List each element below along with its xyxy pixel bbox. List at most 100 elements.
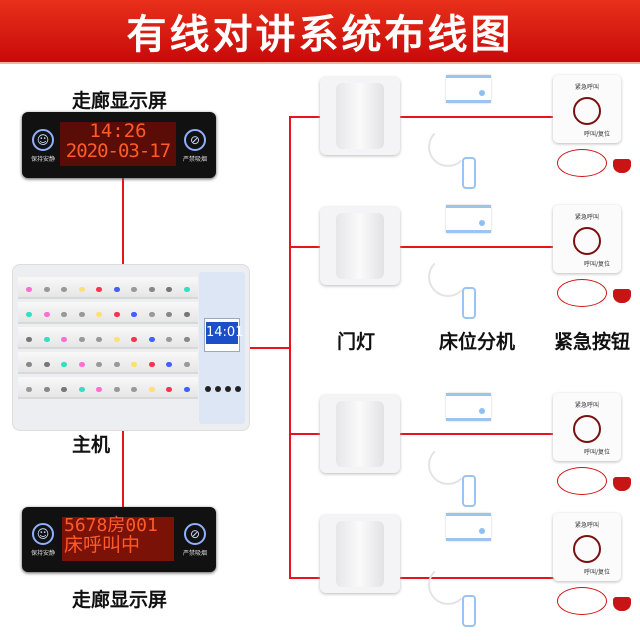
indicator-light: [61, 287, 67, 292]
bed-unit-cord: [428, 565, 468, 605]
call-handle[interactable]: [462, 157, 476, 189]
indicator-light: [148, 337, 155, 342]
call-handle[interactable]: [462, 287, 476, 319]
call-handle[interactable]: [462, 595, 476, 627]
bed-unit-button[interactable]: [479, 528, 485, 534]
bed-unit: [446, 205, 491, 233]
control-button[interactable]: [235, 386, 241, 392]
emergency-button[interactable]: 紧急呼叫 呼叫/复位: [553, 393, 621, 461]
quiet-icon: ☺: [32, 129, 54, 151]
bed-unit-cord: [428, 127, 468, 167]
indicator-light: [166, 387, 172, 392]
indicator-light: [78, 387, 85, 392]
pull-cord-pendant[interactable]: [613, 477, 631, 491]
indicator-light: [183, 287, 190, 292]
wire-row-2: [289, 246, 559, 248]
indicator-light: [43, 287, 50, 292]
indicator-light: [131, 337, 137, 342]
emergency-ring: [573, 535, 601, 563]
indicator-light: [166, 362, 172, 367]
wire-row-4: [289, 577, 559, 579]
control-button[interactable]: [215, 386, 221, 392]
indicator-row: [18, 377, 198, 399]
wire-row-3: [289, 433, 559, 435]
led-line-1: 5678房001: [64, 515, 158, 536]
led-line-2: 床呼叫中: [64, 533, 141, 556]
pull-cord-pendant[interactable]: [613, 597, 631, 611]
door-light: [320, 515, 400, 593]
main-unit-buttons: [205, 386, 241, 392]
indicator-light: [43, 362, 50, 367]
no-smoking-icon: ⊘: [184, 523, 206, 545]
pull-cord-pendant[interactable]: [613, 159, 631, 173]
indicator-light: [78, 362, 85, 367]
indicator-light: [166, 287, 172, 292]
indicator-light: [183, 312, 190, 317]
emergency-ring: [573, 415, 601, 443]
pull-cord: [557, 149, 607, 177]
indicator-light: [61, 362, 67, 367]
emergency-button-label: 紧急按钮: [554, 331, 631, 353]
emergency-button[interactable]: 紧急呼叫 呼叫/复位: [553, 205, 621, 273]
indicator-light: [148, 287, 155, 292]
emergency-text-top: 紧急呼叫: [574, 84, 599, 91]
call-handle[interactable]: [462, 475, 476, 507]
indicator-light: [61, 312, 67, 317]
pull-cord: [557, 467, 607, 495]
bed-unit-cord: [428, 257, 468, 297]
bed-unit-button[interactable]: [479, 220, 485, 226]
wire-bus-vertical: [289, 117, 291, 579]
wire-main-to-bus: [250, 347, 291, 349]
indicator-light: [78, 287, 85, 292]
bed-unit-cord: [428, 445, 468, 485]
indicator-light: [113, 287, 120, 292]
emergency-button[interactable]: 紧急呼叫 呼叫/复位: [553, 75, 621, 143]
emergency-text-bottom: 呼叫/复位: [583, 569, 611, 576]
indicator-light: [43, 337, 50, 342]
door-light-lens: [336, 213, 384, 279]
bed-unit: [446, 393, 491, 421]
main-unit-lcd: 14:01: [206, 322, 243, 344]
door-light: [320, 77, 400, 155]
indicator-light: [26, 337, 32, 342]
door-light-lens: [336, 83, 384, 149]
bed-unit: [446, 75, 491, 103]
indicator-light: [183, 387, 190, 392]
bed-unit-button[interactable]: [479, 408, 485, 414]
emergency-text-top: 紧急呼叫: [574, 402, 599, 409]
indicator-light: [148, 362, 155, 367]
emergency-text-bottom: 呼叫/复位: [583, 449, 611, 456]
emergency-text-bottom: 呼叫/复位: [583, 261, 611, 268]
indicator-light: [96, 312, 102, 317]
control-button[interactable]: [205, 386, 211, 392]
corridor-display-top: ☺ 保持安静 14:26 2020-03-17 ⊘ 严禁吸烟: [22, 112, 216, 178]
indicator-light: [131, 287, 137, 292]
emergency-text-top: 紧急呼叫: [574, 214, 599, 221]
wire-row-1: [289, 116, 559, 118]
quiet-icon: ☺: [32, 523, 54, 545]
indicator-light: [166, 312, 172, 317]
indicator-light: [113, 312, 120, 317]
indicator-light: [26, 287, 32, 292]
emergency-ring: [573, 227, 601, 255]
indicator-light: [148, 387, 155, 392]
door-light-label: 门灯: [337, 331, 376, 353]
bed-unit-button[interactable]: [479, 90, 485, 96]
indicator-light: [78, 337, 85, 342]
indicator-light: [26, 312, 32, 317]
door-light: [320, 207, 400, 285]
control-button[interactable]: [225, 386, 231, 392]
indicator-light: [96, 362, 102, 367]
pull-cord-pendant[interactable]: [613, 289, 631, 303]
indicator-light: [131, 362, 137, 367]
title-banner: 有线对讲系统布线图: [0, 0, 640, 64]
indicator-row: [18, 277, 198, 299]
indicator-light: [113, 387, 120, 392]
emergency-button[interactable]: 紧急呼叫 呼叫/复位: [553, 513, 621, 581]
indicator-light: [61, 387, 67, 392]
emergency-text-top: 紧急呼叫: [574, 522, 599, 529]
door-light: [320, 395, 400, 473]
corridor-display-bottom: ☺ 保持安静 5678房001 床呼叫中 ⊘ 严禁吸烟: [22, 507, 216, 572]
led-line-2: 2020-03-17: [65, 139, 171, 162]
indicator-light: [96, 337, 102, 342]
